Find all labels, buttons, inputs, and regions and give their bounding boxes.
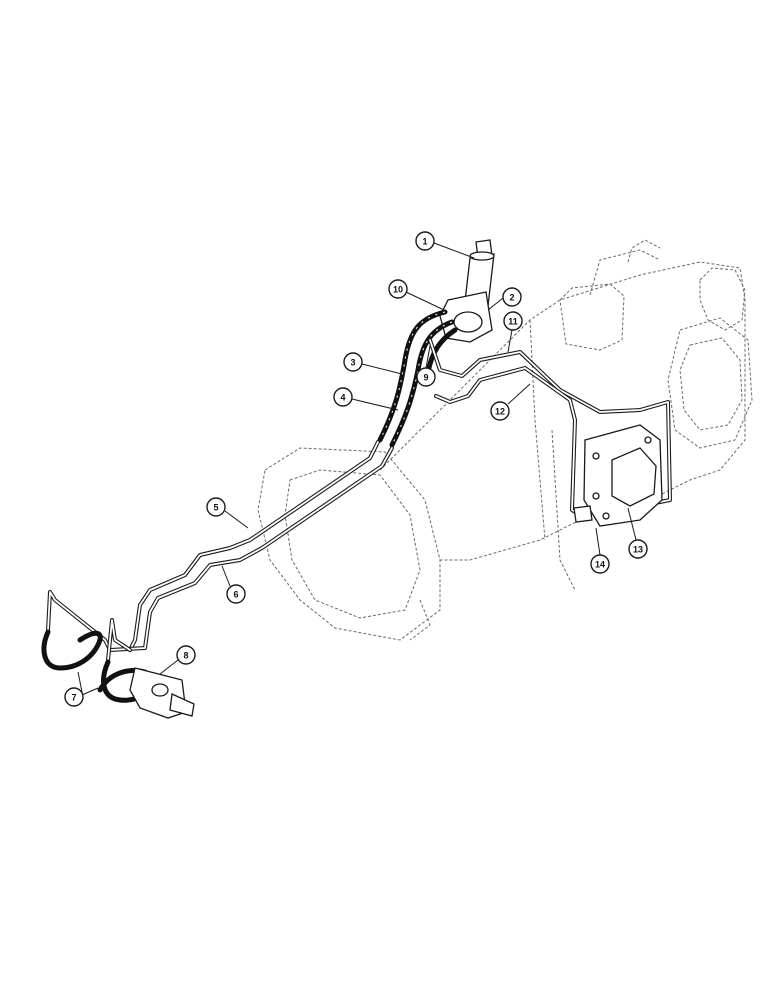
callout-6: 6 (221, 565, 246, 604)
callout-11-number: 11 (508, 317, 518, 327)
callout-14: 14 (590, 527, 610, 574)
callout-11: 11 (503, 311, 523, 353)
callout-9-number: 9 (423, 373, 428, 383)
callout-13-circle (628, 539, 648, 559)
callout-10-circle (388, 279, 408, 299)
callout-9: 9 (416, 345, 436, 387)
steering-valve-assembly (439, 239, 495, 343)
callout-10-number: 10 (393, 285, 403, 295)
front-hoses-and-cylinder (41, 629, 195, 719)
callout-14-number: 14 (595, 560, 605, 570)
valve-hoses (377, 309, 458, 448)
rigid-lines-5-6 (46, 440, 394, 662)
callout-12: 12 (490, 383, 531, 421)
callout-4: 4 (333, 387, 399, 411)
callout-5: 5 (206, 497, 249, 529)
callout-1-number: 1 (422, 237, 427, 247)
callout-8-circle (176, 645, 196, 665)
callout-8-number: 8 (183, 651, 188, 661)
callout-9-circle (416, 367, 436, 387)
pump-cover (611, 447, 657, 507)
callout-3-number: 3 (350, 358, 355, 368)
callout-13: 13 (627, 507, 648, 559)
callout-11-circle (503, 311, 523, 331)
hydraulic-pump (573, 424, 663, 527)
callout-8: 8 (159, 645, 196, 675)
callout-6-circle (226, 584, 246, 604)
column-top (469, 251, 495, 261)
callout-2-circle (502, 287, 522, 307)
callout-4-circle (333, 387, 353, 407)
callout-1: 1 (415, 231, 475, 259)
callout-7-number: 7 (71, 693, 76, 703)
callout-6-number: 6 (233, 590, 238, 600)
pump-fitting (573, 505, 593, 523)
callout-10: 10 (388, 279, 445, 311)
callout-5-circle (206, 497, 226, 517)
callout-2-number: 2 (509, 293, 514, 303)
callout-2: 2 (487, 287, 522, 311)
callout-7: 7 (64, 671, 99, 707)
callout-12-number: 12 (495, 407, 505, 417)
callout-5-number: 5 (213, 503, 218, 513)
callout-13-number: 13 (633, 545, 643, 555)
callout-3: 3 (343, 352, 403, 375)
callout-1-circle (415, 231, 435, 251)
tractor-housing-ghost (257, 239, 753, 641)
callout-12-circle (490, 401, 510, 421)
valve-port-face (453, 311, 483, 333)
callout-14-circle (590, 554, 610, 574)
cylinder-rod-end (169, 693, 195, 717)
callout-3-circle (343, 352, 363, 372)
callout-7-circle (64, 687, 84, 707)
callout-4-number: 4 (340, 393, 345, 403)
